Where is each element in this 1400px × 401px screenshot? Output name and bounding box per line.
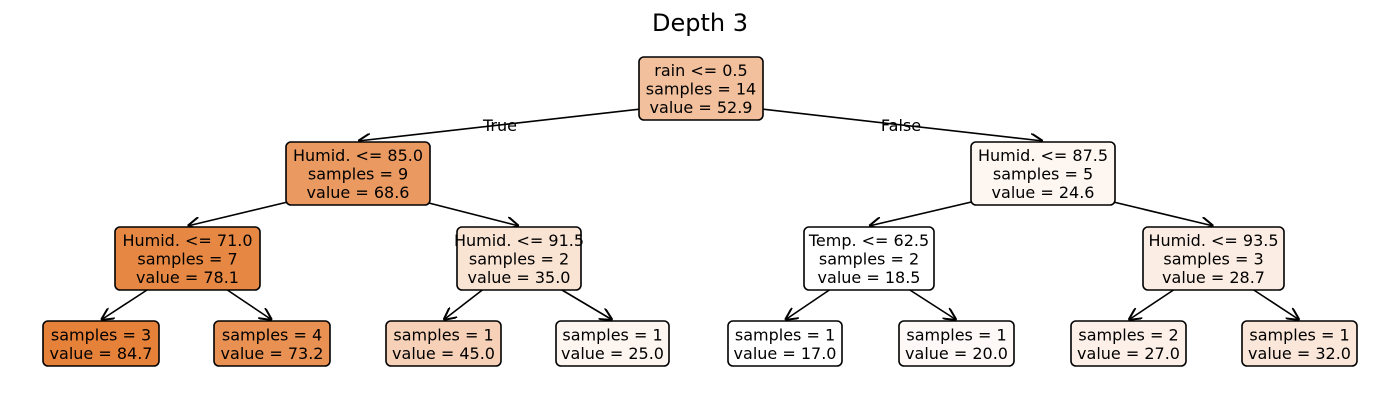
node-box <box>970 141 1116 206</box>
node-box <box>456 226 582 291</box>
node-text: samples = 1 <box>1249 325 1349 344</box>
diagram-title: Depth 3 <box>652 9 748 37</box>
node-text: samples = 1 <box>735 325 835 344</box>
node-text: Humid. <= 87.5 <box>978 146 1108 165</box>
node-box <box>42 320 160 367</box>
node-text: value = 78.1 <box>136 268 239 287</box>
node-text: value = 17.0 <box>734 344 837 363</box>
node-text: samples = 14 <box>646 80 756 99</box>
node-box <box>638 56 764 121</box>
node-text: Humid. <= 85.0 <box>293 146 423 165</box>
node-box <box>1070 320 1187 367</box>
node-text: value = 73.2 <box>221 344 324 363</box>
node-text: samples = 3 <box>51 325 151 344</box>
node-text: rain <= 0.5 <box>654 61 747 80</box>
node-text: value = 24.6 <box>992 183 1095 202</box>
node-box <box>1241 320 1358 367</box>
node-text: value = 84.7 <box>50 344 153 363</box>
node-box <box>285 141 431 206</box>
node-box <box>114 226 261 291</box>
node-box <box>555 320 670 367</box>
node-box <box>803 226 935 291</box>
node-box <box>727 320 843 367</box>
node-text: Humid. <= 93.5 <box>1148 231 1278 250</box>
node-text: samples = 5 <box>993 165 1093 184</box>
node-box <box>385 320 502 367</box>
node-box <box>213 320 331 367</box>
node-text: value = 27.0 <box>1077 344 1180 363</box>
node-text: value = 52.9 <box>650 98 753 117</box>
node-text: value = 32.0 <box>1248 344 1351 363</box>
edge-n0-n2 <box>716 103 1043 141</box>
node-text: samples = 4 <box>222 325 322 344</box>
node-text: samples = 9 <box>308 165 408 184</box>
node-box <box>1142 226 1285 291</box>
node-text: value = 25.0 <box>561 344 664 363</box>
node-text: samples = 2 <box>1078 325 1178 344</box>
node-text: value = 28.7 <box>1162 268 1265 287</box>
node-text: samples = 1 <box>562 325 662 344</box>
node-text: Humid. <= 91.5 <box>454 231 584 250</box>
node-text: samples = 7 <box>137 250 237 269</box>
node-text: value = 20.0 <box>905 344 1008 363</box>
edges-layer: True False <box>101 103 1300 320</box>
node-text: samples = 1 <box>393 325 493 344</box>
node-text: samples = 2 <box>819 250 919 269</box>
node-text: samples = 2 <box>469 250 569 269</box>
node-text: value = 68.6 <box>307 183 410 202</box>
node-text: value = 18.5 <box>818 268 921 287</box>
node-box <box>898 320 1015 367</box>
edge-n0-n1 <box>358 103 686 141</box>
node-text: Temp. <= 62.5 <box>808 231 929 250</box>
node-text: Humid. <= 71.0 <box>122 231 252 250</box>
edge-label-true: True <box>482 116 517 135</box>
node-text: samples = 1 <box>906 325 1006 344</box>
edge-label-false: False <box>881 116 921 135</box>
node-text: value = 45.0 <box>392 344 495 363</box>
node-text: samples = 3 <box>1163 250 1263 269</box>
node-text: value = 35.0 <box>468 268 571 287</box>
